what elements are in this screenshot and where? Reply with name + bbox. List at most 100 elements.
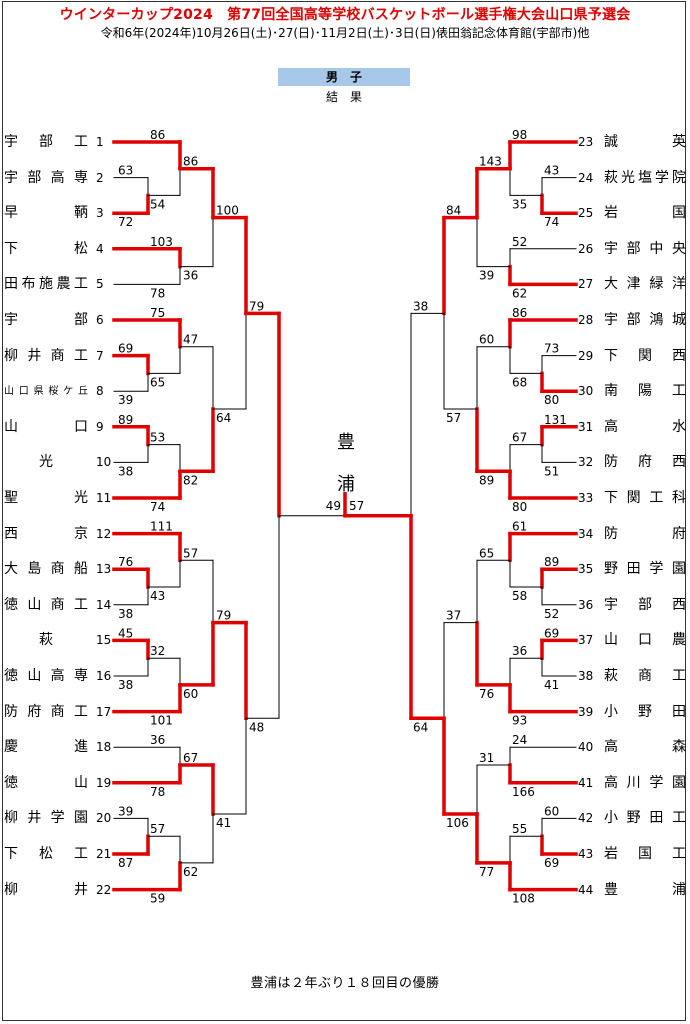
team-name: 小野田工 [604,810,686,827]
division-badge: 男 子 [278,68,410,86]
score-top: 57 [150,822,165,836]
score-top: 37 [446,609,461,623]
score-top: 36 [512,644,527,658]
score-top: 60 [479,333,494,347]
team-seed: 11 [96,491,112,505]
score-top: 38 [413,299,428,313]
score-top: 63 [118,164,133,178]
team-seed: 33 [578,491,594,505]
team-name: 防府 [604,525,686,542]
score-bottom: 77 [479,865,494,879]
score-bottom: 59 [150,892,165,906]
score-bottom: 41 [544,678,559,692]
team-name: 西京 [4,525,88,542]
team-seed: 14 [96,597,112,612]
team-name: 萩商工 [604,668,686,684]
team-name: 宇部高専 [4,169,88,186]
team-name: 下関西 [604,347,686,364]
team-seed: 7 [96,348,104,363]
team-seed: 4 [96,241,104,256]
team-seed: 28 [578,313,594,327]
score-bottom: 72 [118,215,133,229]
team-name: 田布施農工 [4,276,88,293]
team-seed: 2 [96,170,104,185]
score-top: 69 [544,626,559,640]
team-name: 柳井 [4,881,88,898]
score-top: 52 [512,235,527,249]
team-name: 宇部中央 [604,240,686,257]
final-score-right: 57 [349,499,364,513]
team-seed: 35 [578,562,594,577]
team-seed: 15 [96,633,112,648]
score-top: 131 [544,413,567,427]
score-top: 31 [479,751,494,765]
score-bottom: 38 [118,607,133,621]
team-name: 慶進 [4,739,88,756]
score-top: 111 [150,520,173,534]
score-bottom: 64 [413,720,428,734]
team-name: 宇部西 [604,596,686,613]
team-name: 山口農 [604,632,686,649]
team-seed: 20 [96,811,112,826]
score-bottom: 62 [512,286,527,300]
team-seed: 18 [96,740,112,755]
score-bottom: 78 [150,785,165,799]
team-seed: 30 [578,384,594,399]
team-name: 聖光 [4,490,88,506]
team-name: 高水 [604,418,686,435]
team-seed: 27 [578,277,594,292]
score-bottom: 52 [544,607,559,621]
team-name: 徳山商工 [4,596,88,613]
score-top: 47 [183,333,198,347]
team-seed: 17 [96,704,112,719]
score-top: 86 [183,155,198,169]
team-name: 光 [39,454,53,471]
team-seed: 31 [578,419,594,434]
team-seed: 12 [96,526,112,541]
champion-line2: 浦 [337,474,355,495]
score-bottom: 89 [479,473,494,487]
team-name: 下関工科 [604,490,686,506]
score-top: 89 [118,413,133,427]
team-name: 防府西 [604,454,686,471]
team-name: 山口県桜ケ丘 [4,386,88,398]
team-seed: 8 [96,384,104,399]
score-bottom: 82 [183,473,198,487]
team-seed: 22 [96,882,112,897]
team-name: 萩光塩学院 [604,169,686,186]
score-top: 61 [512,520,527,534]
score-top: 86 [512,306,527,320]
score-bottom: 74 [544,215,559,229]
team-name: 徳山高専 [4,668,88,684]
team-seed: 40 [578,740,594,755]
score-bottom: 76 [479,687,494,701]
score-bottom: 38 [118,464,133,478]
team-seed: 3 [96,206,104,221]
score-top: 76 [118,555,133,569]
team-name: 柳井商工 [4,347,88,364]
score-top: 57 [183,546,198,560]
score-top: 103 [150,235,173,249]
team-name: 下松 [4,240,88,257]
team-seed: 41 [578,775,594,790]
team-name: 萩 [39,632,53,649]
team-name: 早鞆 [4,205,88,222]
score-bottom: 36 [183,269,198,283]
score-top: 98 [512,128,527,142]
score-top: 143 [479,155,502,169]
score-bottom: 166 [512,785,535,799]
score-top: 75 [150,306,165,320]
tournament-title: ウインターカップ2024 第77回全国高等学校バスケットボール選手権大会山口県予… [59,7,631,23]
team-seed: 13 [96,562,112,577]
score-top: 79 [216,609,231,623]
score-top: 69 [118,342,133,356]
score-top: 43 [544,164,559,178]
team-seed: 21 [96,847,112,861]
team-name: 柳井学園 [4,810,88,827]
team-name: 誠英 [604,134,686,150]
team-seed: 39 [578,704,594,719]
tournament-subtitle: 令和6年(2024年)10月26日(土)･27(日)･11月2日(土)･3日(日… [100,26,590,40]
score-top: 45 [118,626,133,640]
team-seed: 1 [96,135,104,149]
score-bottom: 64 [216,411,231,425]
